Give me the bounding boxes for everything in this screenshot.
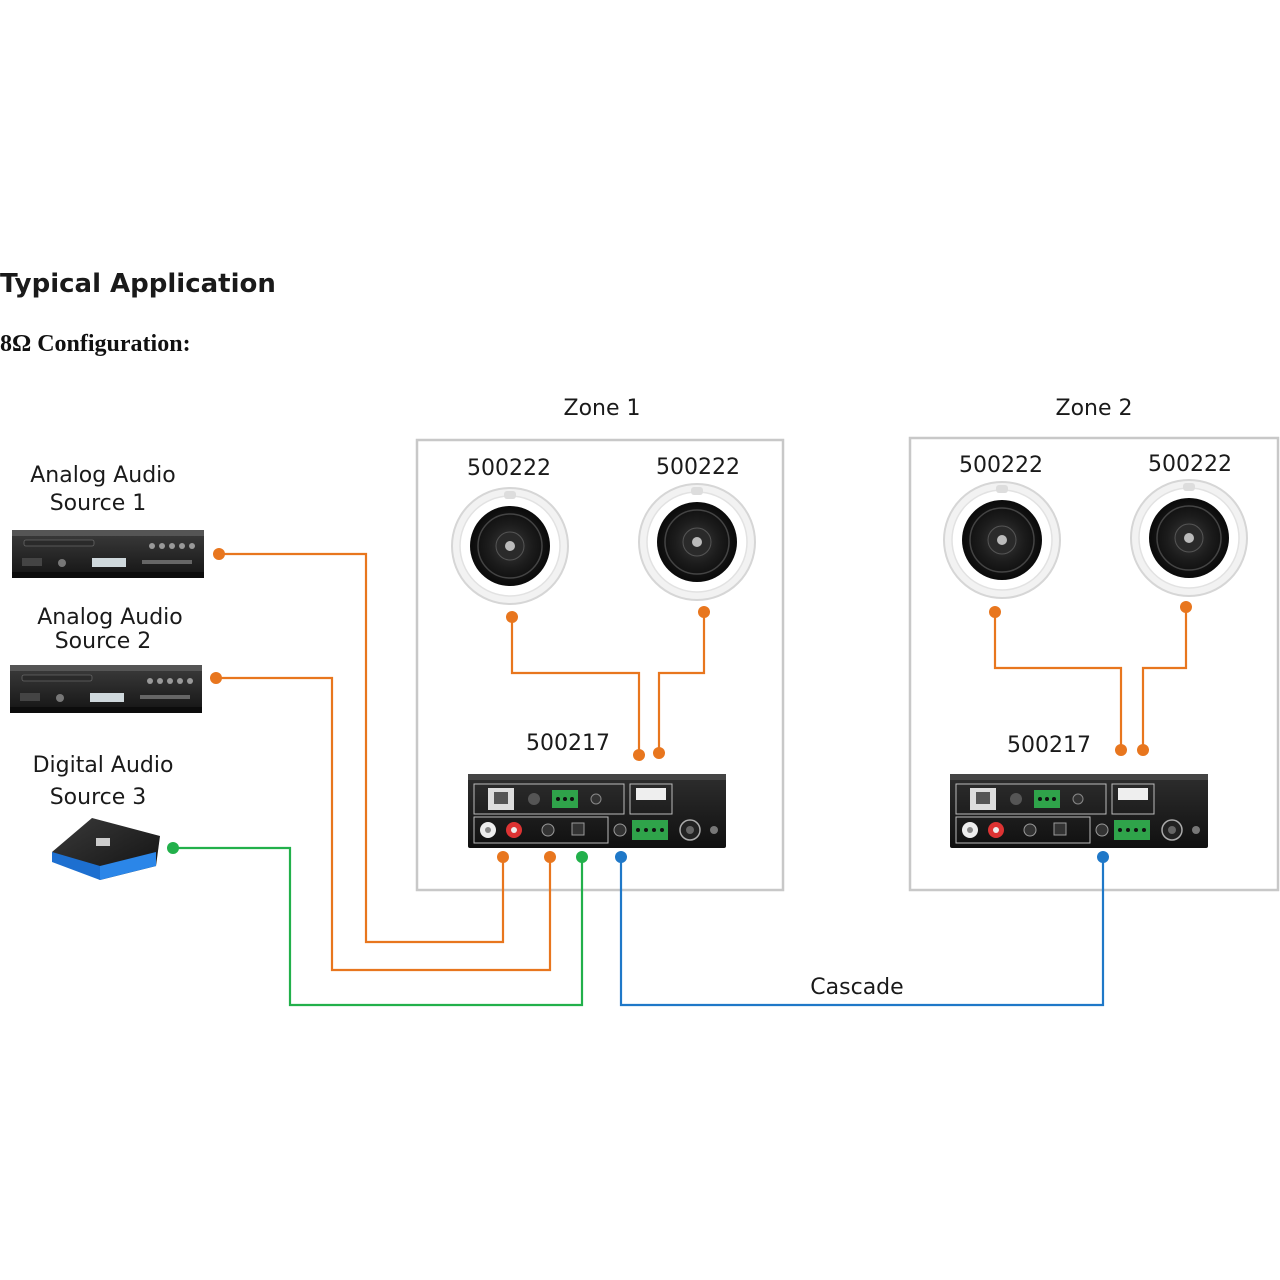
cascade-wire — [619, 857, 1105, 1007]
zone-2-speaker-1-wire — [993, 612, 1123, 750]
connector-dot — [544, 851, 556, 863]
zone-2-box — [908, 436, 1280, 892]
ceiling-speaker-icon — [943, 481, 1061, 599]
connector-dot — [615, 851, 627, 863]
ceiling-speaker-icon — [1130, 479, 1248, 597]
zone-1-title: Zone 1 — [564, 396, 641, 421]
connector-dot — [497, 851, 509, 863]
zone-1-speaker-1-wire — [510, 617, 641, 755]
source-1-label-line2: Source 1 — [50, 491, 147, 516]
source-2-label-line1: Analog Audio — [37, 605, 183, 630]
connector-dot — [167, 842, 179, 854]
connector-dot — [1180, 601, 1192, 613]
source-3-label-line2: Source 3 — [50, 785, 147, 810]
source-3-label-line1: Digital Audio — [33, 753, 174, 778]
zone-1-speaker-2-wire — [657, 612, 706, 753]
dvd-player-icon — [9, 664, 203, 714]
zone-1-speaker-1-model: 500222 — [467, 456, 551, 481]
connector-dot — [698, 606, 710, 618]
source-1-wire — [219, 552, 505, 944]
connector-dot — [653, 747, 665, 759]
zone-2-speaker-2-model: 500222 — [1148, 452, 1232, 477]
dvd-player-icon — [11, 529, 205, 579]
connector-dot — [213, 548, 225, 560]
connector-dot — [1097, 851, 1109, 863]
source-2-wire — [216, 676, 552, 972]
zone-2-title: Zone 2 — [1056, 396, 1133, 421]
zone-1-amplifier-model: 500217 — [526, 731, 610, 756]
connector-dot — [576, 851, 588, 863]
zone-1-speaker-2-model: 500222 — [656, 455, 740, 480]
configuration-subtitle: 8Ω Configuration: — [0, 331, 191, 357]
connector-dot — [506, 611, 518, 623]
source-1-label-line1: Analog Audio — [30, 463, 176, 488]
zone-2-speaker-2-wire — [1141, 607, 1188, 750]
source-2-label-line2: Source 2 — [55, 629, 152, 654]
zone-2-speaker-1-model: 500222 — [959, 453, 1043, 478]
cascade-label: Cascade — [810, 975, 903, 1000]
media-streamer-icon — [52, 818, 160, 880]
zone-2-amplifier-model: 500217 — [1007, 733, 1091, 758]
connector-dot — [989, 606, 1001, 618]
connector-dot — [210, 672, 222, 684]
connector-dot — [633, 749, 645, 761]
page-title: Typical Application — [0, 269, 276, 299]
amplifier-icon — [467, 773, 727, 849]
ceiling-speaker-icon — [451, 487, 569, 605]
connector-dot — [1137, 744, 1149, 756]
source-3-wire — [173, 846, 584, 1007]
zone-1-box — [415, 438, 785, 892]
ceiling-speaker-icon — [638, 483, 756, 601]
connector-dot — [1115, 744, 1127, 756]
amplifier-icon — [949, 773, 1209, 849]
